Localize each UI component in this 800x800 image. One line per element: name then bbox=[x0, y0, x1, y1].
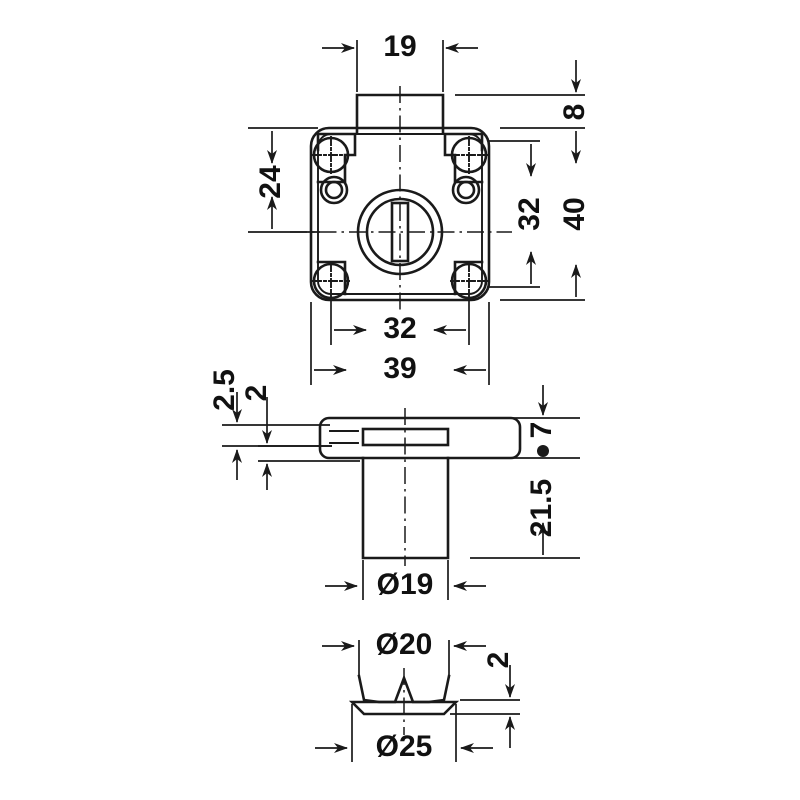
side-cap-outline bbox=[318, 416, 522, 460]
screw-hole-crosshairs bbox=[312, 136, 488, 300]
washer-view: Ø20 2 Ø25 bbox=[315, 628, 520, 763]
dim-label-d19: Ø19 bbox=[377, 568, 434, 601]
front-corner-step-bottom-left bbox=[316, 260, 347, 296]
side-view: 2.5 2 7 21.5 Ø19 bbox=[208, 369, 580, 601]
dim-label-24: 24 bbox=[254, 165, 287, 199]
front-view: 19 8 40 32 24 bbox=[248, 30, 591, 385]
dim-dot-7 bbox=[537, 445, 549, 457]
dim-label-21p5: 21.5 bbox=[525, 479, 558, 537]
washer-flange-base bbox=[348, 700, 460, 716]
dim-label-2-washer: 2 bbox=[482, 652, 515, 669]
dim-label-39: 39 bbox=[383, 352, 416, 385]
dim-label-d20: Ø20 bbox=[376, 628, 433, 661]
pin-hole-right-inner bbox=[456, 180, 476, 200]
dim-label-40: 40 bbox=[558, 197, 591, 230]
pin-hole-left-outer bbox=[319, 175, 349, 205]
front-corner-step-bottom-right bbox=[453, 260, 484, 296]
pin-hole-left-inner bbox=[324, 180, 344, 200]
dim-label-19: 19 bbox=[383, 30, 416, 63]
side-cap-detail-lines bbox=[329, 430, 359, 444]
dim-label-d25: Ø25 bbox=[376, 730, 433, 763]
dim-label-8: 8 bbox=[558, 104, 591, 121]
front-corner-step-top-left bbox=[316, 132, 357, 184]
dim-label-7: 7 bbox=[525, 422, 558, 439]
dim-label-2-side: 2 bbox=[240, 385, 273, 402]
dim-label-32-vertical: 32 bbox=[513, 197, 546, 230]
front-corner-step-top-right bbox=[443, 132, 484, 184]
pin-hole-right-outer bbox=[451, 175, 481, 205]
dim-label-32-horizontal: 32 bbox=[383, 312, 416, 345]
dim-label-2p5: 2.5 bbox=[208, 369, 241, 411]
